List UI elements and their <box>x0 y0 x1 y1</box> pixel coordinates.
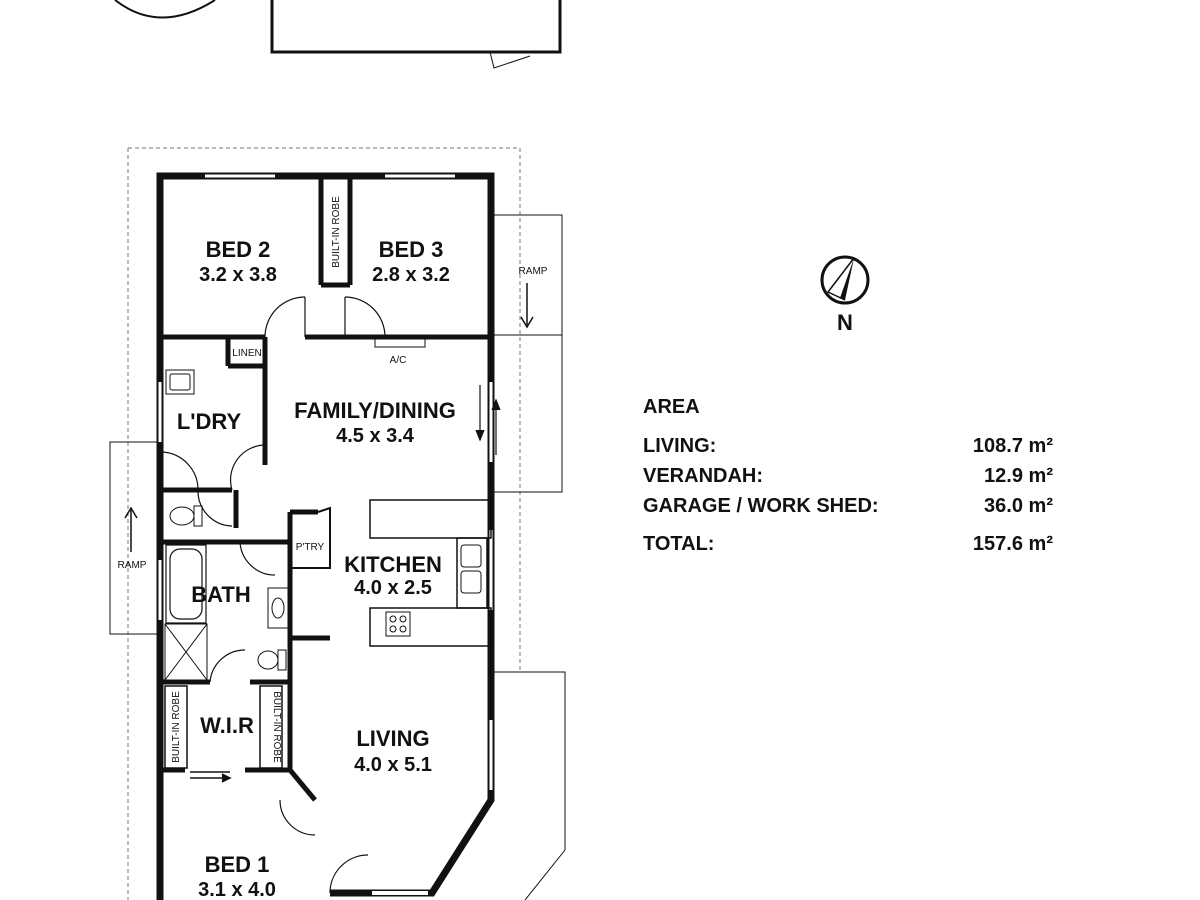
bir-label-right: BUILT-IN ROBE <box>271 691 282 763</box>
area-label: VERANDAH: <box>643 465 763 487</box>
room-name-living: LIVING <box>356 726 429 751</box>
linen-label: LINEN <box>232 348 261 359</box>
wir-sliding-door <box>190 771 232 783</box>
ac-unit <box>374 336 426 348</box>
room-dims-bed3: 2.8 x 3.2 <box>372 264 450 286</box>
windows <box>158 174 493 895</box>
area-total-value: 157.6 m² <box>972 533 1053 555</box>
north-label: N <box>837 310 853 335</box>
deck-east <box>491 334 563 493</box>
sink-icon <box>460 544 482 594</box>
shower-icon <box>164 623 208 681</box>
room-name-kitchen: KITCHEN <box>344 552 442 577</box>
room-dims-kitchen: 4.0 x 2.5 <box>354 577 432 599</box>
garage-door-swing <box>489 51 531 69</box>
room-name-bed1: BED 1 <box>205 852 270 877</box>
north-arrow-icon <box>820 255 870 305</box>
vanity-icon <box>267 587 289 629</box>
tank-outline <box>114 0 216 19</box>
room-name-wir: W.I.R <box>200 713 254 738</box>
ramp-west-deck <box>109 441 163 635</box>
bir-label-left: BUILT-IN ROBE <box>171 691 182 763</box>
room-dims-family: 4.5 x 3.4 <box>336 425 415 447</box>
room-dims-bed1: 3.1 x 4.0 <box>198 879 276 900</box>
area-title: AREA <box>643 396 700 418</box>
pantry-label: P'TRY <box>296 542 325 553</box>
robe-partitions <box>164 685 283 769</box>
garage-outline <box>270 0 562 54</box>
bathtub-icon <box>165 544 207 624</box>
room-dims-living: 4.0 x 5.1 <box>354 754 432 776</box>
ramp-west-arrowhead <box>124 506 138 519</box>
area-total-label: TOTAL: <box>643 533 715 555</box>
area-label: LIVING: <box>643 435 717 457</box>
room-name-laundry: L'DRY <box>177 409 242 434</box>
ramp-label-west: RAMP <box>118 560 147 571</box>
area-row-living: LIVING: 108.7 m² <box>643 431 1053 461</box>
room-name-bath: BATH <box>191 582 250 607</box>
deck-south-east <box>492 671 566 900</box>
window-frames <box>157 173 494 790</box>
area-value: 36.0 m² <box>984 495 1053 517</box>
area-row-garage: GARAGE / WORK SHED: 36.0 m² <box>643 491 1053 521</box>
room-name-bed3: BED 3 <box>379 237 444 262</box>
pantry-outline <box>292 506 331 569</box>
area-row-verandah: VERANDAH: 12.9 m² <box>643 461 1053 491</box>
toilet-icon <box>169 505 287 671</box>
bir-label-top: BUILT-IN ROBE <box>331 196 342 268</box>
area-value: 12.9 m² <box>984 465 1053 487</box>
ramp-label-east: RAMP <box>519 266 548 277</box>
ramp-east-arrowhead <box>520 316 534 329</box>
area-schedule: AREA LIVING: 108.7 m² VERANDAH: 12.9 m² … <box>643 396 1053 559</box>
room-name-bed2: BED 2 <box>206 237 271 262</box>
area-value: 108.7 m² <box>972 435 1053 457</box>
area-row-total: TOTAL: 157.6 m² <box>643 529 1053 559</box>
laundry-tub-icon <box>165 369 195 395</box>
verandah-boundary <box>127 147 521 900</box>
ac-label: A/C <box>390 355 407 366</box>
door-swings <box>162 296 501 894</box>
room-dims-bed2: 3.2 x 3.8 <box>199 264 277 286</box>
kitchen-benches <box>369 499 492 647</box>
room-name-family: FAMILY/DINING <box>294 398 456 423</box>
cooktop-icon <box>385 611 411 637</box>
area-label: GARAGE / WORK SHED: <box>643 495 879 517</box>
